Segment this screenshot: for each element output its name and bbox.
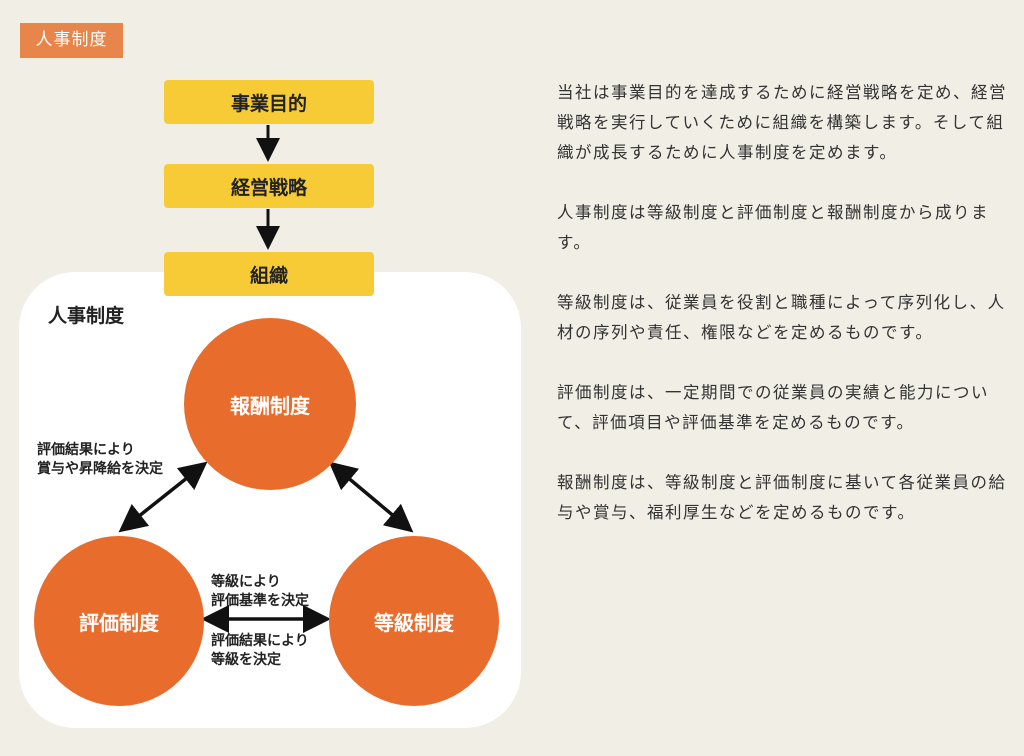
paragraph-intro: 当社は事業目的を達成するために経営戦略を定め、経営戦略を実行していくために組織を… bbox=[557, 83, 1007, 162]
note-grade-to-evaluation: 等級により 評価基準を決定 bbox=[211, 573, 309, 611]
paragraph-compensation-system: 報酬制度は、等級制度と評価制度に基いて各従業員の給与や賞与、福利厚生などを定める… bbox=[557, 473, 1007, 522]
panel-title: 人事制度 bbox=[48, 305, 125, 327]
note-line: 等級により bbox=[211, 574, 281, 590]
note-evaluation-to-grade: 評価結果により 等級を決定 bbox=[211, 632, 309, 670]
note-line: 評価結果により bbox=[37, 442, 135, 458]
arrow-compensation-grade bbox=[328, 461, 414, 533]
flow-box-business-strategy: 経営戦略 bbox=[164, 164, 374, 208]
paragraph-grade-system: 等級制度は、従業員を役割と職種によって序列化し、人材の序列や責任、権限などを定め… bbox=[557, 293, 1006, 342]
note-line: 賞与や昇降給を決定 bbox=[37, 461, 163, 477]
arrow-compensation-evaluation bbox=[118, 461, 208, 533]
flow-box-organization: 組織 bbox=[164, 252, 374, 296]
paragraph-evaluation-system: 評価制度は、一定期間での従業員の実績と能力について、評価項目や評価基準を定めるも… bbox=[557, 383, 989, 432]
flow-box-business-purpose: 事業目的 bbox=[164, 80, 374, 124]
note-line: 等級を決定 bbox=[211, 652, 281, 668]
paragraph-composition: 人事制度は等級制度と評価制度と報酬制度から成ります。 bbox=[557, 203, 989, 252]
section-tag: 人事制度 bbox=[20, 23, 123, 58]
note-line: 評価基準を決定 bbox=[211, 593, 309, 609]
explanation-text: 当社は事業目的を達成するために経営戦略を定め、経営戦略を実行していくために組織を… bbox=[557, 78, 1017, 558]
circle-evaluation-system: 評価制度 bbox=[34, 536, 204, 706]
note-evaluation-to-compensation: 評価結果により 賞与や昇降給を決定 bbox=[37, 441, 163, 479]
note-line: 評価結果により bbox=[211, 633, 309, 649]
circle-grade-system: 等級制度 bbox=[329, 536, 499, 706]
circle-compensation-system: 報酬制度 bbox=[184, 318, 356, 490]
